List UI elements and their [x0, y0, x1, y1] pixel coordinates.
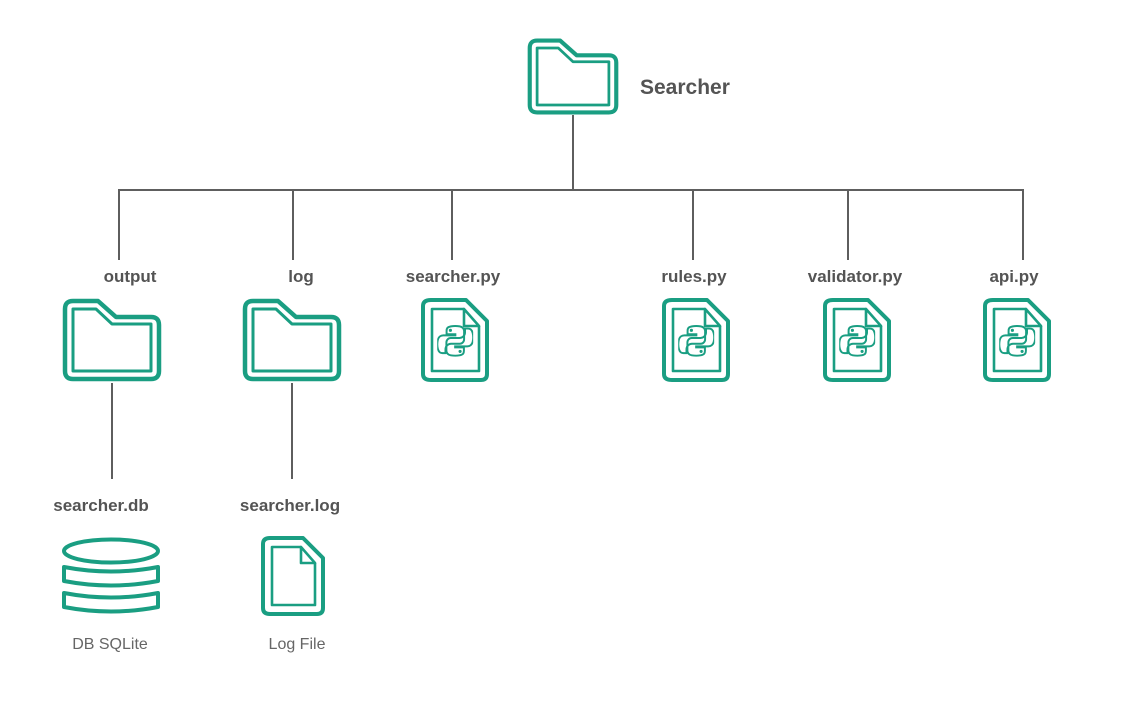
python-file-icon	[420, 297, 490, 383]
node-label: searcher.log	[239, 496, 341, 515]
node-label: Searcher	[640, 76, 730, 99]
connector-bus	[118, 189, 1024, 191]
folder-icon	[238, 296, 346, 384]
connector-drop-searcher-py	[451, 191, 453, 260]
node-label: searcher.py	[405, 267, 501, 286]
node-label: output	[103, 267, 157, 286]
connector-drop-api-py	[1022, 191, 1024, 260]
python-file-icon	[661, 297, 731, 383]
node-label: api.py	[989, 267, 1039, 286]
node-label: rules.py	[661, 267, 727, 286]
log-file-icon	[260, 535, 326, 617]
node-label: searcher.db	[53, 496, 149, 515]
python-file-icon	[822, 297, 892, 383]
connector-drop-log	[292, 191, 294, 260]
node-label: validator.py	[807, 267, 903, 286]
connector-drop-rules-py	[692, 191, 694, 260]
database-icon	[60, 537, 162, 617]
node-caption: Log File	[268, 636, 326, 653]
node-label: log	[288, 267, 314, 286]
folder-icon	[58, 296, 166, 384]
python-file-icon	[982, 297, 1052, 383]
connector-root-drop	[572, 115, 574, 190]
connector-output-to-db	[111, 383, 113, 479]
connector-log-to-logfile	[291, 383, 293, 479]
node-caption: DB SQLite	[72, 636, 148, 653]
connector-drop-validator-py	[847, 191, 849, 260]
folder-icon	[523, 36, 623, 117]
connector-drop-output	[118, 191, 120, 260]
